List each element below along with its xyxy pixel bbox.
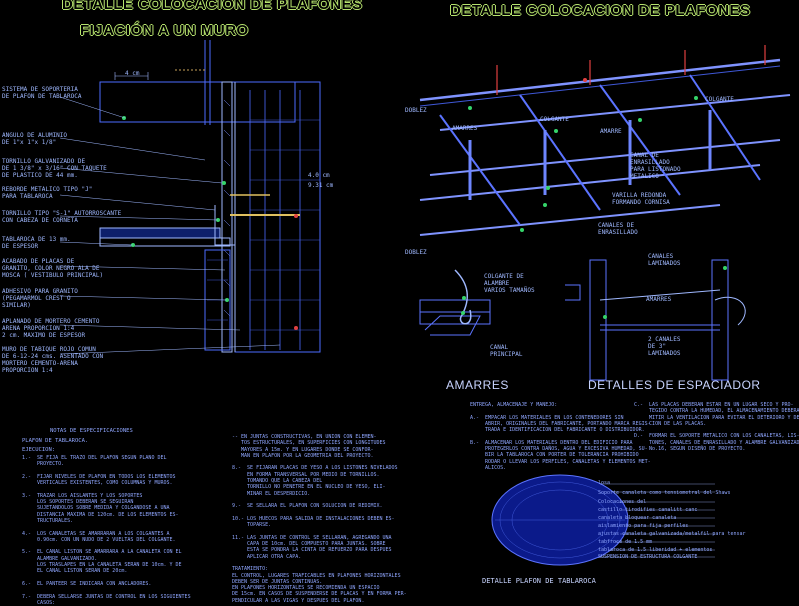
callout-amarres: AMARRES	[452, 125, 478, 132]
callout-dos-canales: 2 CANALES DE 3" LAMINADOS	[648, 336, 681, 357]
callout-muro: MURO DE TABIQUE ROJO COMUN DE 6-12-24 cm…	[2, 346, 104, 374]
layer-6: aislamiento para fija perfiles	[598, 523, 689, 529]
amarres-detail	[419, 269, 491, 336]
layer-3: Colocaciones del	[598, 499, 647, 505]
callout-doblez-bottom: DOBLEZ	[405, 249, 427, 256]
callout-doblez-top: DOBLEZ	[405, 107, 427, 114]
callout-granito: ACABADO DE PLACAS DE GRANITO, COLOR NEGR…	[2, 258, 104, 279]
layer-1: losa	[598, 480, 611, 486]
plafon-tablaroca-detail	[491, 474, 715, 566]
layer-2: Soporte canaleta como tensiometral del S…	[598, 490, 731, 496]
callout-colgante-1: COLGANTE	[540, 116, 569, 123]
notes-label: EJECUCION:	[22, 447, 56, 453]
layer-7: ajustas canaleta galvanizada/metalfil pa…	[598, 531, 746, 537]
notes-column-4: C.- LAS PLACAS DEBERAN ESTAR EN UN LUGAR…	[634, 402, 799, 453]
callout-canales-enrasillado: CANALES DE ENRASILLADO	[598, 222, 638, 236]
callout-tornillo-s1: TORNILLO TIPO "S-1" AUTORROSCANTE CON CA…	[2, 210, 122, 224]
notes-column-1: 1.- SE FIJA EL TRAZO DEL PLAFON SEGUN PL…	[22, 455, 191, 606]
callout-angulo: ANGULO DE ALUMINIO DE 1"x 1"x 1/8"	[2, 132, 68, 146]
layer-4: castillo tirodifies canalitt canc	[598, 507, 698, 513]
callout-amarre: AMARRE	[600, 128, 622, 135]
callout-canal-listonado: CANAL DE ENRASILLADO PARA LISTONADO META…	[630, 152, 681, 180]
layer-10: SUSPENSION DE ESTRUCTURA COLGANTE	[598, 554, 698, 560]
espaciador-subtitle: DETALLES DE ESPACIADOR	[588, 378, 761, 392]
dimension-side-b: 9.31 cm	[308, 182, 334, 189]
callout-adhesivo: ADHESIVO PARA GRANITO (PEGAMARMOL CREST …	[2, 288, 78, 309]
callout-canal-principal: CANAL PRINCIPAL	[490, 344, 523, 358]
callout-tornillo: TORNILLO GALVANIZADO DE DE 1 3/8" x 3/16…	[2, 158, 107, 179]
callout-colgante-2: COLGANTE	[705, 96, 734, 103]
left-subtitle: FIJACIÓN A UN MURO	[80, 22, 249, 39]
bottom-detail-title: DETALLE PLAFON DE TABLAROCA	[482, 577, 596, 585]
callout-reborde: REBORDE METALICO TIPO "J" PARA TABLAROCA	[2, 186, 93, 200]
notes-subheading: PLAFON DE TABLAROCA.	[22, 438, 89, 444]
callout-tablaroca: TABLAROCA DE 13 mm. DE ESPESOR	[2, 236, 71, 250]
dimension-top: 4 cm	[125, 70, 140, 77]
espaciador-detail	[565, 259, 746, 381]
right-title: DETALLE COLOCACION DE PLAFONES	[450, 2, 751, 19]
amarres-subtitle: AMARRES	[446, 378, 509, 392]
dimension-side-a: 4.0 cm	[308, 172, 330, 179]
callout-amarres-2: AMARRES	[646, 296, 672, 303]
notes-column-2: -- EN JUNTAS CONSTRUCTIVAS, EN UNION CON…	[232, 434, 407, 604]
callout-aplanado: APLANADO DE MORTERO CEMENTO ARENA PROPOR…	[2, 318, 100, 339]
notes-heading: NOTAS DE ESPECIFICACIONES	[50, 428, 133, 434]
iso-grid-detail	[419, 45, 791, 236]
layer-5: canaleta bloquear canaleta	[598, 515, 677, 521]
callout-canales-laminados: CANALES LAMINADOS	[648, 253, 681, 267]
callout-colgante-alambre: COLGANTE DE ALAMBRE VARIOS TAMAÑOS	[484, 273, 535, 294]
wall-section-detail	[59, 40, 321, 355]
callout-soporteria: SISTEMA DE SOPORTERIA DE PLAFON DE TABLA…	[2, 86, 82, 100]
notes-column-3: ENTREGA, ALMACENAJE Y MANEJO: A.- EMPACA…	[470, 402, 651, 471]
left-title: DETALLE COLOCACION DE PLAFONES	[62, 0, 363, 13]
layer-9: tablaroca de 1.5 liberidad + elementos	[598, 547, 713, 553]
callout-varilla: VARILLA REDONDA FORMANDO CORNISA	[612, 192, 670, 206]
layer-8: tabfroce de 1.5 mm	[598, 539, 653, 545]
cad-drawing	[59, 40, 791, 566]
